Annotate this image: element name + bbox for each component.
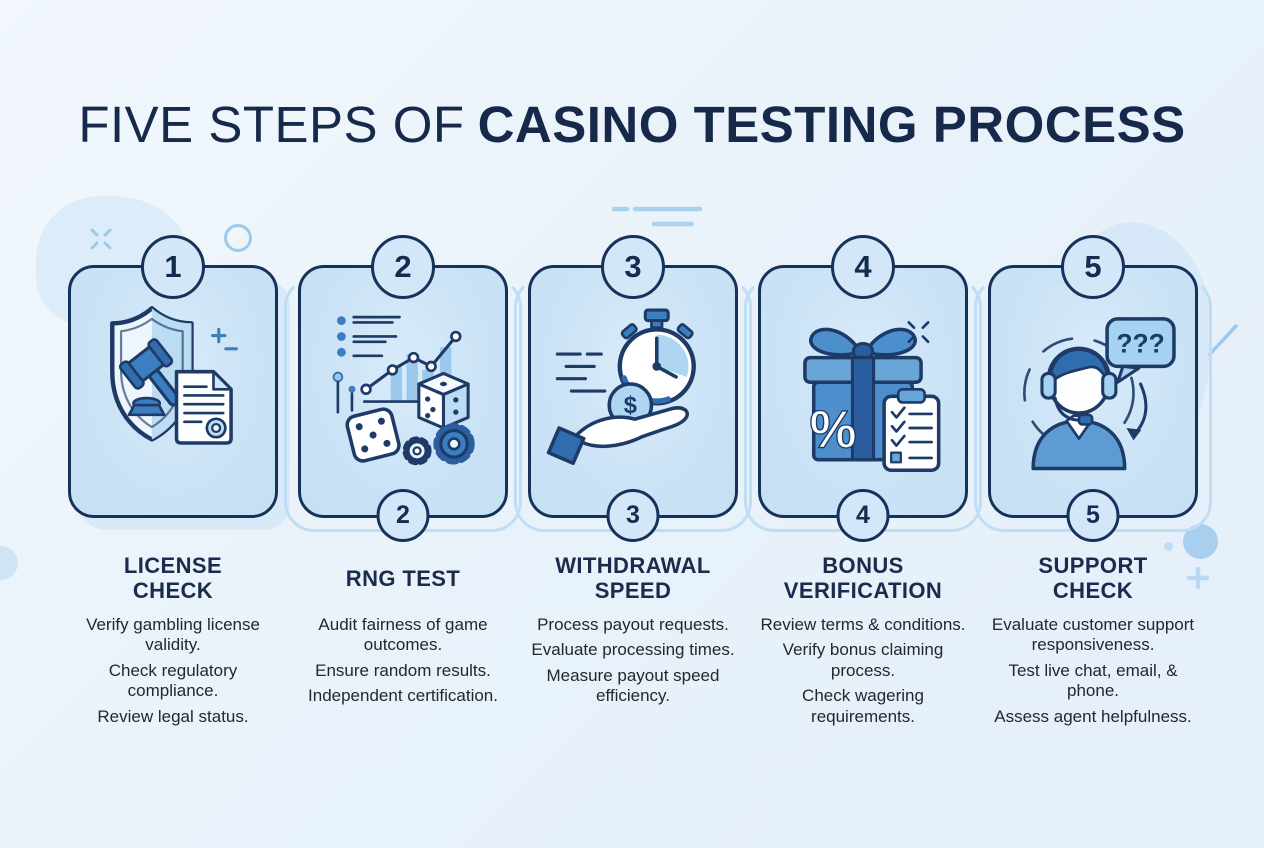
svg-text:$: $ xyxy=(624,392,637,419)
step-5-card: ??? xyxy=(974,235,1212,542)
step-2-number-badge: 2 xyxy=(371,235,435,299)
half-circle-decoration xyxy=(0,546,18,580)
step-3-number-badge: 3 xyxy=(601,235,665,299)
page-title-light: FIVE STEPS OF xyxy=(78,96,465,153)
step-2-description: Audit fairness of game outcomes. Ensure … xyxy=(308,615,498,706)
svg-text:???: ??? xyxy=(1116,328,1164,358)
step-1-title: LICENSE CHECK xyxy=(123,553,223,603)
step-2-text: RNG TEST Audit fairness of game outcomes… xyxy=(292,552,514,707)
step-2-bottom-badge: 2 xyxy=(376,489,430,542)
rng-test-icon xyxy=(301,268,505,474)
step-3: $ 3 3 WITHDRAWAL SPEED Process xyxy=(514,235,752,732)
step-4-bottom-badge: 4 xyxy=(836,489,890,542)
step-4-card: % xyxy=(744,235,982,542)
step-1-card: 1 xyxy=(68,235,290,530)
step-2-card: 2 2 xyxy=(284,235,522,542)
step-4-title: BONUS VERIFICATION xyxy=(783,553,943,603)
ring-decoration xyxy=(224,224,252,252)
svg-text:%: % xyxy=(810,400,857,459)
step-3-card: $ 3 3 xyxy=(514,235,752,542)
step-5-title: SUPPORT CHECK xyxy=(1038,553,1148,603)
step-1-number-badge: 1 xyxy=(141,235,205,299)
step-3-description: Process payout requests. Evaluate proces… xyxy=(531,615,735,706)
step-3-title: WITHDRAWAL SPEED xyxy=(555,553,711,603)
step-1: 1 LICENSE CHECK Verify gambling license … xyxy=(68,235,290,732)
step-5: ??? xyxy=(974,235,1212,732)
step-2-title: RNG TEST xyxy=(345,565,461,591)
step-5-number-badge: 5 xyxy=(1061,235,1125,299)
step-5-text: SUPPORT CHECK Evaluate customer support … xyxy=(982,552,1204,727)
bonus-verification-icon: % xyxy=(761,268,965,474)
step-1-text: LICENSE CHECK Verify gambling license va… xyxy=(62,552,284,727)
steps-row: 1 LICENSE CHECK Verify gambling license … xyxy=(68,235,1212,732)
step-1-description: Verify gambling license validity. Check … xyxy=(86,615,260,726)
cross-sparkle-icon xyxy=(90,228,112,250)
page-title-bold: CASINO TESTING PROCESS xyxy=(477,96,1186,153)
step-5-bottom-badge: 5 xyxy=(1066,489,1120,542)
step-2: 2 2 RNG TEST Audit fairness of game outc… xyxy=(284,235,522,732)
step-4-description: Review terms & conditions. Verify bonus … xyxy=(760,615,966,726)
dash-lines-decoration xyxy=(612,206,703,227)
withdrawal-speed-icon: $ xyxy=(531,268,735,474)
step-3-bottom-badge: 3 xyxy=(606,489,660,542)
step-4-text: BONUS VERIFICATION Review terms & condit… xyxy=(752,552,974,727)
step-4: % xyxy=(744,235,982,732)
step-3-text: WITHDRAWAL SPEED Process payout requests… xyxy=(522,552,744,707)
license-check-icon xyxy=(71,268,275,474)
step-5-description: Evaluate customer support responsiveness… xyxy=(991,615,1195,726)
step-4-number-badge: 4 xyxy=(831,235,895,299)
